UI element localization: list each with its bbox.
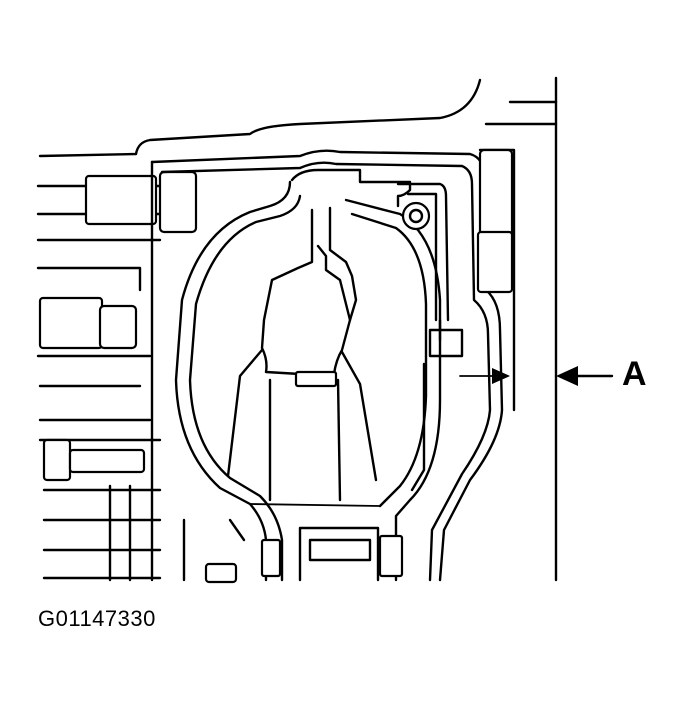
callout-arrow-a [556, 366, 614, 386]
callout-label-a: A [622, 355, 647, 393]
figure-id: G01147330 [38, 606, 156, 631]
bottom-parts [182, 518, 404, 584]
measurement-arrow [459, 368, 510, 384]
center-piston [226, 206, 380, 582]
left-bolt-stack [36, 170, 198, 582]
center-casing [150, 148, 516, 582]
housing-outline [38, 76, 558, 582]
right-components [396, 182, 464, 492]
seal-outlines [174, 168, 442, 582]
